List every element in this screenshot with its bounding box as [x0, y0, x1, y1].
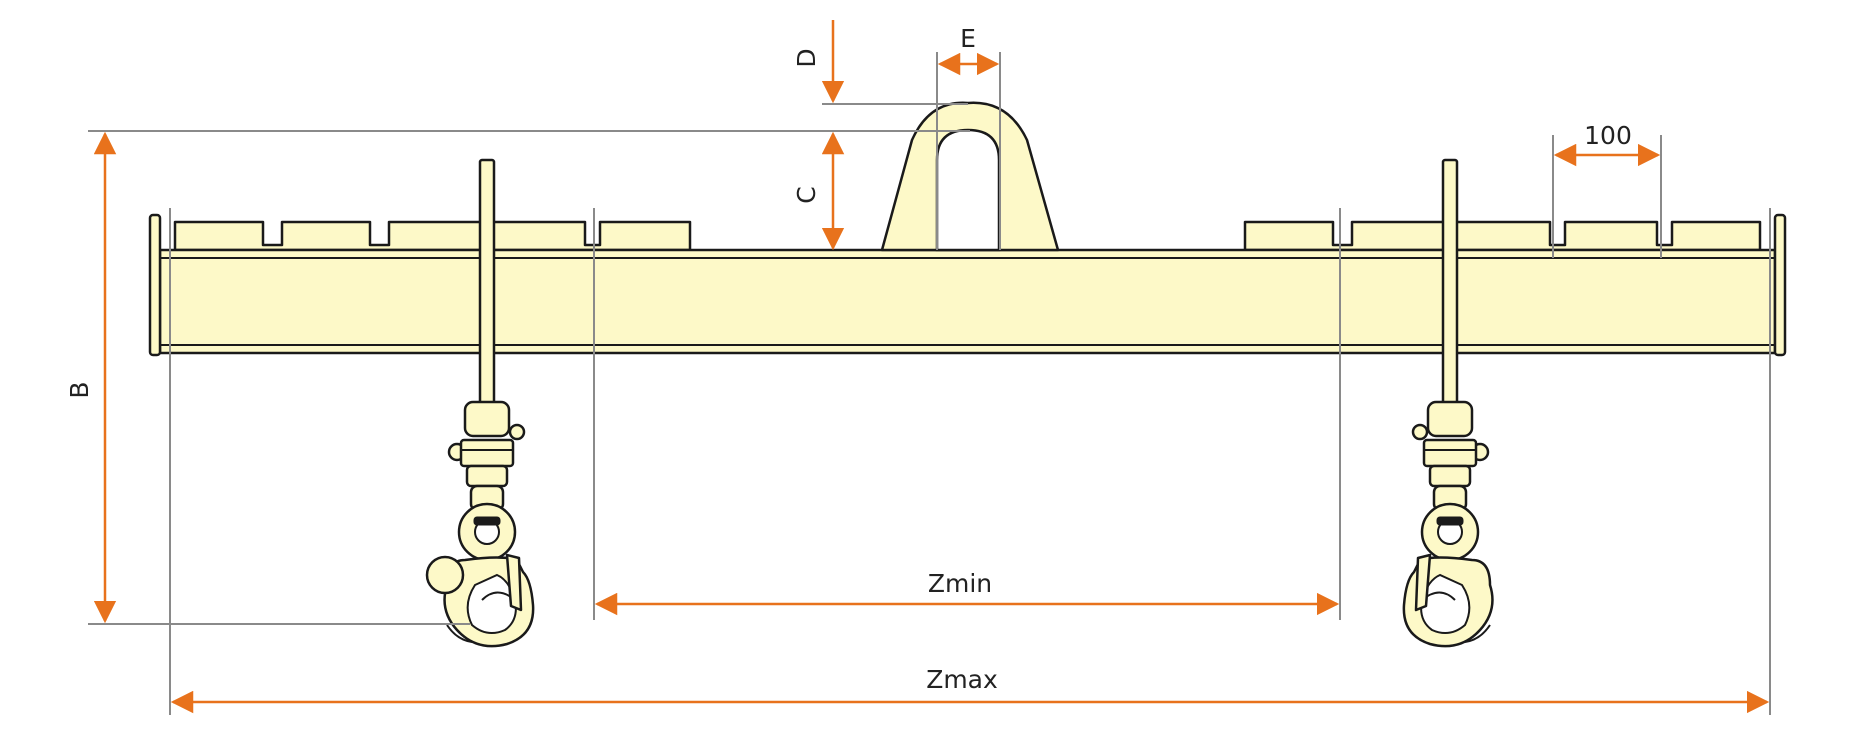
hook-assembly-right — [1402, 158, 1494, 648]
notched-rail-left — [173, 220, 692, 252]
end-plate-right — [1773, 213, 1787, 357]
spreader-beam — [148, 213, 1787, 357]
end-plate-left — [148, 213, 162, 357]
label-b: B — [65, 381, 94, 398]
hook-assembly-left — [425, 158, 535, 648]
dimension-labels: D E C B 100 Zmin Zmax — [65, 24, 1632, 694]
label-c: C — [792, 186, 821, 203]
extension-lines — [88, 52, 1771, 715]
lifting-eye — [880, 101, 1060, 252]
label-zmax: Zmax — [926, 665, 998, 694]
label-e: E — [960, 24, 976, 53]
notched-rail-right — [1243, 220, 1762, 252]
beam-body — [158, 248, 1777, 355]
dimension-arrows — [93, 20, 1770, 714]
label-zmin: Zmin — [928, 569, 992, 598]
label-100: 100 — [1584, 121, 1632, 150]
label-d: D — [792, 48, 821, 67]
